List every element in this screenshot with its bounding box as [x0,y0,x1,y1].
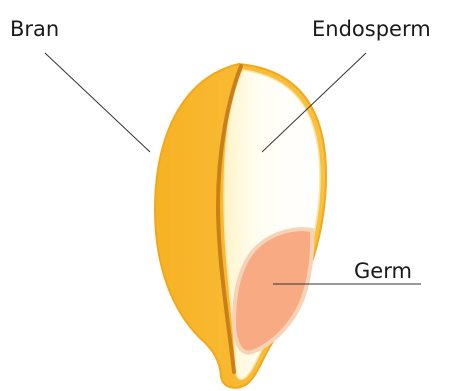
germ-label: Germ [354,259,412,283]
bran-leader-line [45,53,150,152]
endosperm-label: Endosperm [312,17,431,41]
bran-label: Bran [10,17,59,41]
